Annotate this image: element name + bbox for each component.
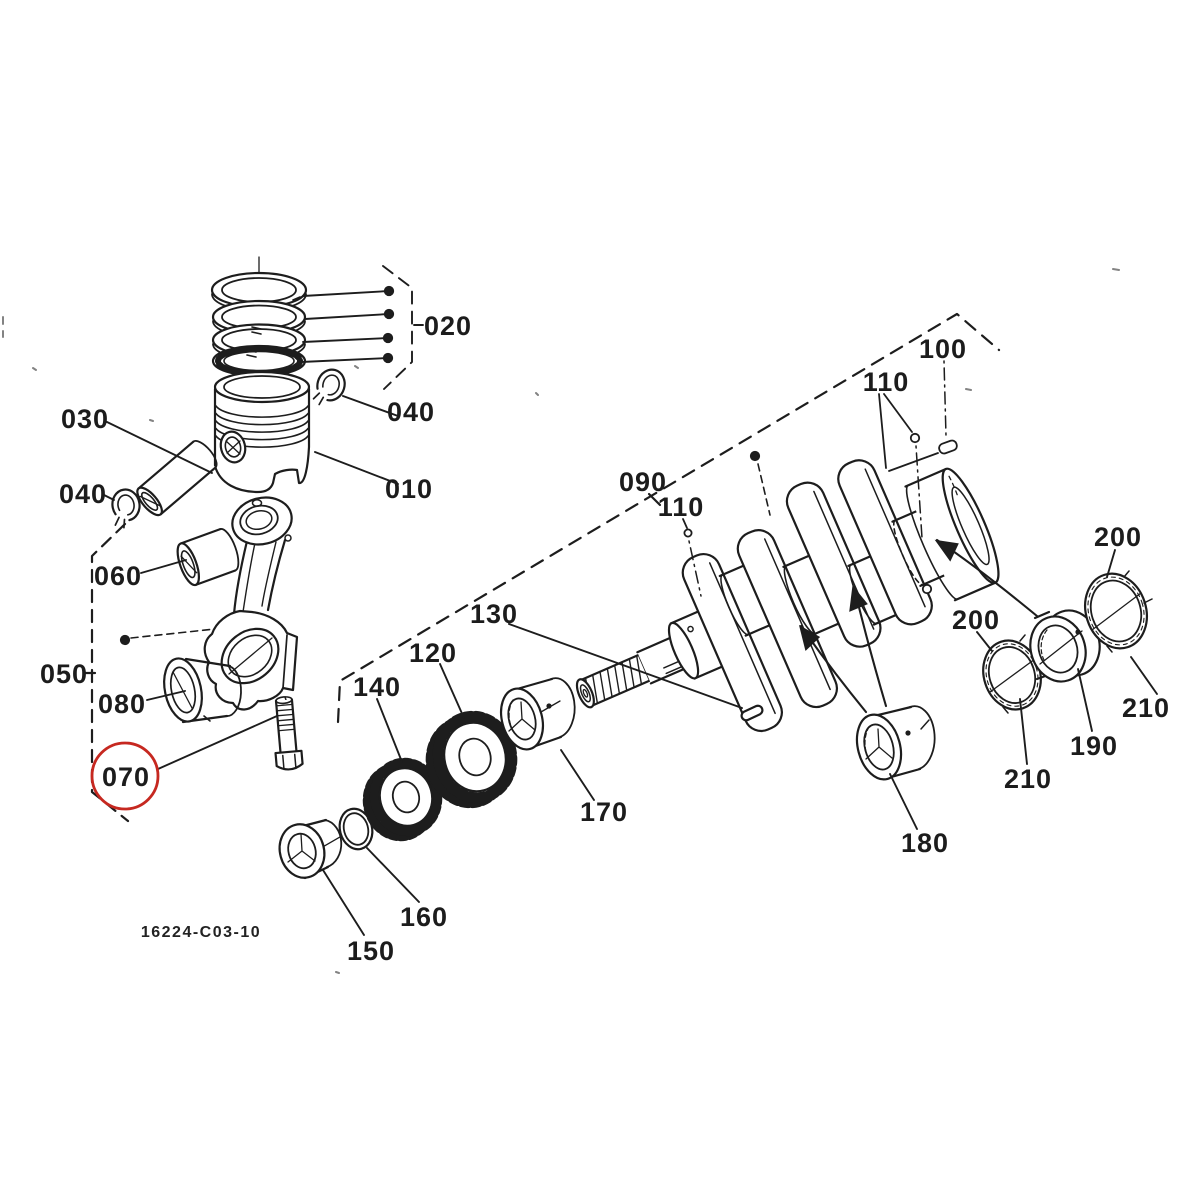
small-gear-drawing [362,757,443,842]
photocopy-specks [2,268,1120,974]
pin-100-drawing [938,439,958,455]
callout-110-left[interactable]: 110 [658,492,705,522]
crankshaft-drawing [575,459,1000,733]
crank-spline [575,653,651,709]
bearing-shell-drawing [163,657,242,724]
ring-leader-lines [300,265,424,390]
callout-200-left[interactable]: 200 [952,605,1000,635]
assembly-dots [119,450,771,646]
key-drawing [740,704,764,722]
callout-090[interactable]: 090 [619,467,667,497]
crank-web [736,529,838,709]
pin-drawing [909,432,921,444]
callout-210-right[interactable]: 210 [1122,693,1170,723]
crank-front-journal [667,608,729,680]
collar-drawing [278,818,343,880]
rod-bolt-drawing [274,696,304,771]
callout-120[interactable]: 120 [409,638,457,668]
callout-110-right[interactable]: 110 [863,367,910,397]
callout-150[interactable]: 150 [347,936,395,966]
pin-leaders [682,360,958,730]
callout-060[interactable]: 060 [94,561,142,591]
bearing-190-drawing [1029,609,1101,683]
pin-drawing [921,583,933,595]
side-ring-left-drawing [982,634,1042,714]
bearing-sleeve-170-drawing [499,677,576,751]
piston-ring-set-drawing [210,256,308,386]
callout-180[interactable]: 180 [901,828,949,858]
callout-030[interactable]: 030 [61,404,109,434]
crank-rear-journal [891,509,948,587]
leader-lines [103,395,1158,936]
callout-040-lower[interactable]: 040 [59,479,107,509]
callout-130[interactable]: 130 [470,599,518,629]
piston-drawing [213,370,311,494]
drawing-code: 16224-C03-10 [141,924,261,941]
callout-210-left[interactable]: 210 [1004,764,1052,794]
bushing-drawing [176,528,240,587]
callout-100[interactable]: 100 [919,334,967,364]
callout-labels: 020 040 010 030 040 060 050 080 070 140 … [40,311,1170,966]
callout-010[interactable]: 010 [385,474,433,504]
highlight-circle-070 [90,741,160,811]
callout-040-upper[interactable]: 040 [387,397,435,427]
assembly-arrows [798,538,1039,714]
crank-web [837,459,933,626]
pin-drawing [683,528,693,538]
callout-140[interactable]: 140 [353,672,401,702]
callout-020[interactable]: 020 [424,311,472,341]
crankshaft-group-bracket [336,312,1001,724]
callout-050[interactable]: 050 [40,659,88,689]
callout-080[interactable]: 080 [98,689,146,719]
callout-190[interactable]: 190 [1070,731,1118,761]
callout-200-right[interactable]: 200 [1094,522,1142,552]
bearing-sleeve-180-drawing [855,705,936,781]
callout-070-highlighted[interactable]: 070 [102,762,150,792]
connecting-rod-drawing [203,496,299,711]
callout-160[interactable]: 160 [400,902,448,932]
side-ring-right-drawing [1084,570,1153,653]
circlip-drawing [111,368,346,529]
callout-170[interactable]: 170 [580,797,628,827]
piston-pin-drawing [136,440,218,517]
